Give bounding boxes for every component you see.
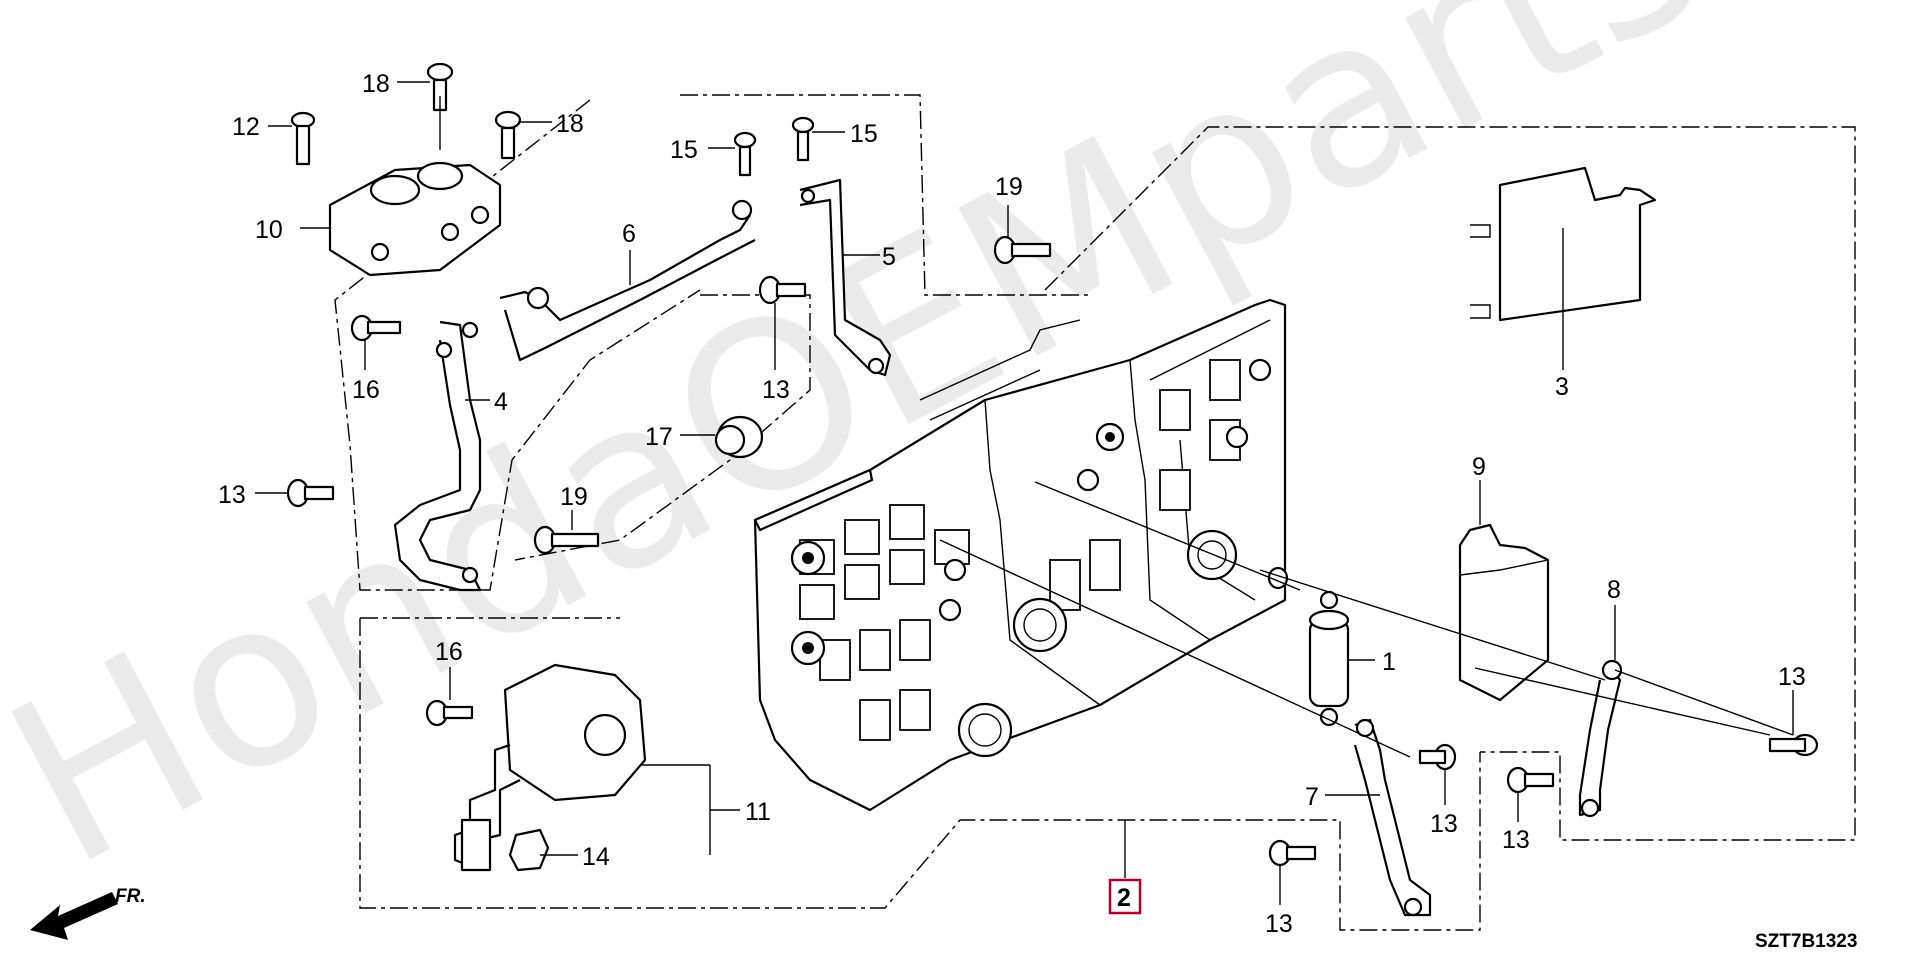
- callout-5[interactable]: 5: [882, 243, 896, 271]
- callout-labels: 12 18 18 10 15 15 6 5 19 16 4 13 13 17 1…: [218, 70, 1806, 938]
- bolt-15-right[interactable]: [791, 116, 815, 162]
- callout-11[interactable]: 11: [745, 798, 771, 826]
- bolt-19-mid[interactable]: [533, 525, 600, 555]
- callout-13-lower-right[interactable]: 13: [1502, 826, 1530, 854]
- front-label: FR.: [115, 886, 146, 907]
- callout-4[interactable]: 4: [494, 388, 508, 416]
- relay-part-9[interactable]: [1458, 523, 1550, 702]
- callout-9[interactable]: 9: [1472, 453, 1486, 481]
- callout-14[interactable]: 14: [582, 843, 610, 871]
- bolt-15-left[interactable]: [733, 131, 757, 177]
- callout-13-upper[interactable]: 13: [762, 376, 790, 404]
- strap-part-8[interactable]: [1578, 659, 1623, 818]
- callout-19-mid[interactable]: 19: [560, 483, 588, 511]
- callout-13-left[interactable]: 13: [218, 481, 246, 509]
- bolt-13-right[interactable]: [1768, 733, 1819, 757]
- strap-part-5[interactable]: [799, 178, 892, 377]
- bolt-16-lower[interactable]: [425, 699, 474, 727]
- strap-part-7[interactable]: [1353, 718, 1432, 917]
- junction-board-part-2[interactable]: [753, 298, 1287, 812]
- callout-15-left[interactable]: 15: [670, 136, 698, 164]
- group-boundaries: [334, 94, 1856, 931]
- bracket-part-4[interactable]: [393, 320, 482, 592]
- callout-2-box: [1108, 878, 1142, 915]
- callout-6[interactable]: 6: [622, 220, 636, 248]
- clip-part-14[interactable]: [508, 828, 550, 872]
- bolt-19-upper[interactable]: [993, 235, 1052, 265]
- callout-13-bottom[interactable]: 13: [1265, 910, 1293, 938]
- callout-2[interactable]: 2: [1117, 884, 1131, 912]
- bolt-13-bottom[interactable]: [1268, 839, 1317, 867]
- bolt-13-upper[interactable]: [758, 275, 807, 305]
- capacitor-part-1[interactable]: [1308, 590, 1350, 727]
- callout-16-upper[interactable]: 16: [352, 376, 380, 404]
- callout-13-right[interactable]: 13: [1778, 663, 1806, 691]
- bolt-18-left[interactable]: [426, 62, 454, 112]
- leader-lines: [255, 81, 1794, 905]
- grommet-part-17[interactable]: [714, 415, 764, 459]
- bolt-13-center[interactable]: [1418, 743, 1457, 771]
- front-arrow-icon: [30, 892, 118, 940]
- diagram-code: SZT7B1323: [1755, 931, 1857, 952]
- bolt-13-lower-right[interactable]: [1506, 766, 1555, 794]
- bolt-18-right[interactable]: [494, 110, 522, 160]
- front-direction-indicator: FR.: [30, 886, 146, 940]
- bolts: [286, 62, 1819, 867]
- callout-7[interactable]: 7: [1305, 783, 1319, 811]
- callout-19-upper[interactable]: 19: [995, 173, 1023, 201]
- callout-3[interactable]: 3: [1555, 373, 1569, 401]
- callout-16-lower[interactable]: 16: [435, 638, 463, 666]
- callout-17[interactable]: 17: [645, 423, 673, 451]
- terminal-block-part-10[interactable]: [328, 161, 502, 277]
- bolt-12[interactable]: [290, 111, 316, 166]
- callout-18-right[interactable]: 18: [556, 110, 584, 138]
- callout-13-center[interactable]: 13: [1430, 810, 1458, 838]
- callout-15-right[interactable]: 15: [850, 120, 878, 148]
- callout-10[interactable]: 10: [255, 216, 283, 244]
- bolt-13-left[interactable]: [286, 478, 335, 508]
- callout-1[interactable]: 1: [1382, 648, 1396, 676]
- callout-8[interactable]: 8: [1607, 576, 1621, 604]
- sensor-part-11[interactable]: [453, 663, 647, 872]
- callout-12[interactable]: 12: [232, 113, 260, 141]
- bus-bar-part-6[interactable]: [499, 199, 756, 362]
- bolt-16-upper[interactable]: [350, 314, 402, 342]
- callout-18-top[interactable]: 18: [362, 70, 390, 98]
- cover-part-3[interactable]: [1470, 166, 1657, 322]
